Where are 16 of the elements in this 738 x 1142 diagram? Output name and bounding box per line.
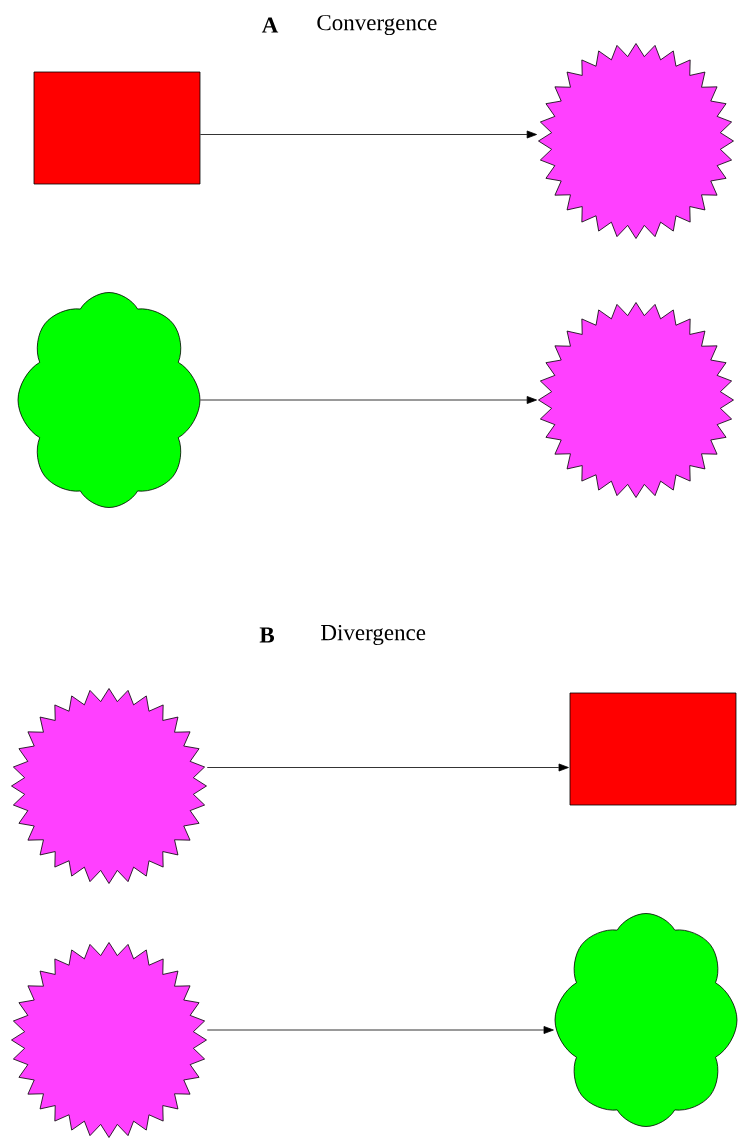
arrow (200, 396, 537, 404)
panel-title: Convergence (317, 14, 437, 36)
starburst-shape (538, 43, 734, 239)
starburst-shape (11, 942, 207, 1138)
panel-letter: B (259, 627, 275, 643)
cloud-shape (17, 292, 201, 508)
starburst-shape (11, 688, 207, 884)
arrow (206, 763, 569, 772)
arrow (206, 1026, 554, 1034)
rectangle-shape (33, 71, 201, 185)
rectangle-shape (569, 692, 737, 806)
panel-letter: A (261, 17, 279, 33)
arrow (200, 130, 537, 139)
panel-title: Divergence (321, 624, 426, 646)
starburst-shape (538, 302, 734, 498)
cloud-shape (554, 913, 738, 1127)
